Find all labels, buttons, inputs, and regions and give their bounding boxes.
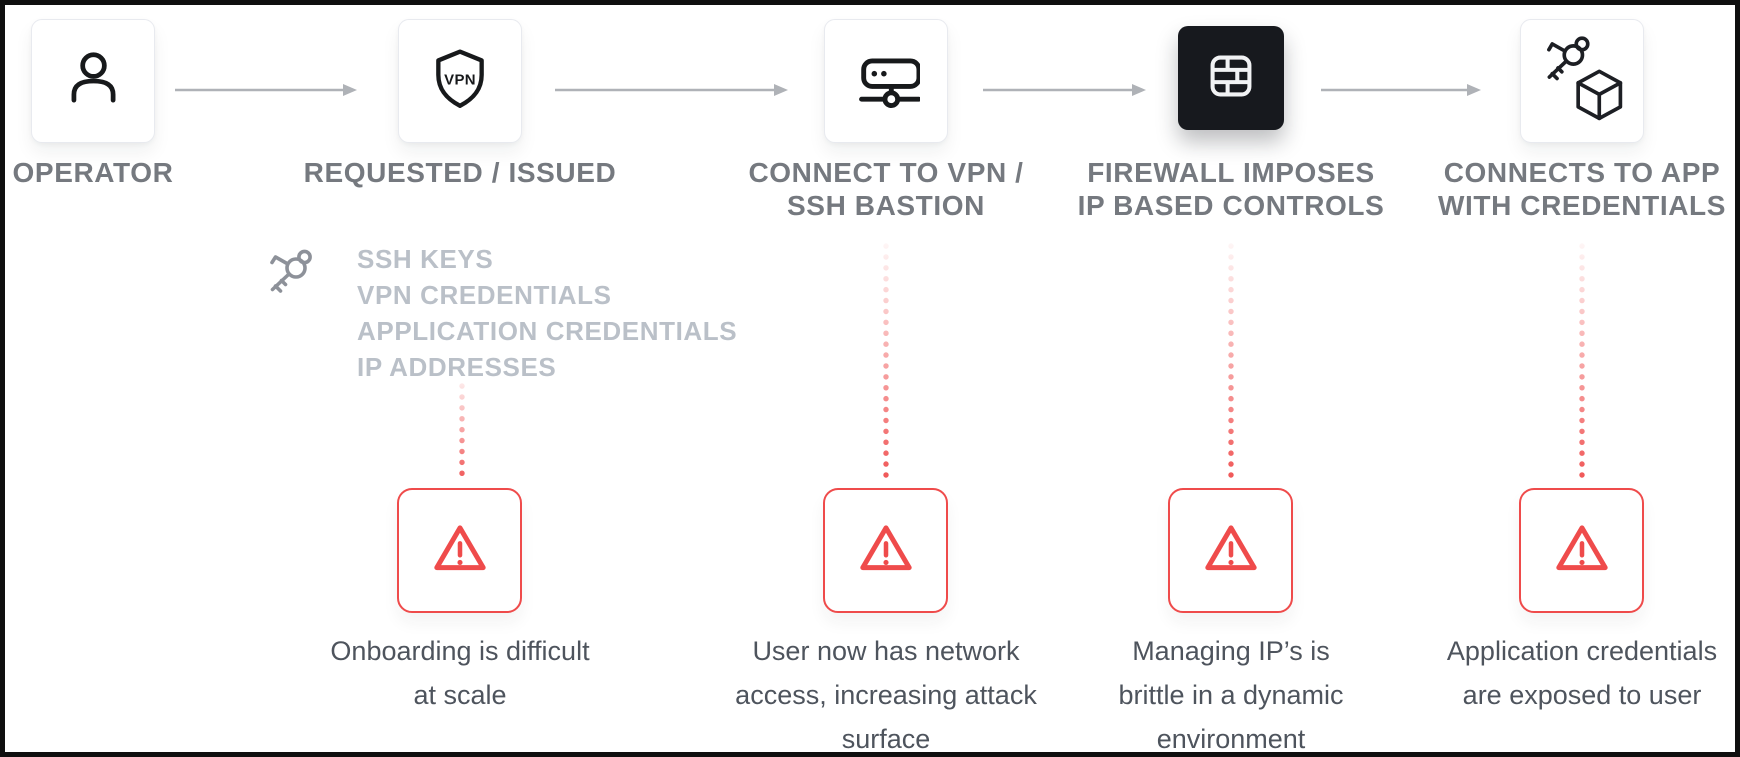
app-credentials-card (1520, 19, 1644, 143)
step-title-connects-app: CONNECTS TO APP WITH CREDENTIALS (1402, 156, 1735, 222)
operator-card (31, 19, 155, 143)
warning-caption: User now has network access, increasing … (686, 629, 1086, 754)
server-network-icon (852, 45, 922, 118)
caption-line: Managing IP’s is (1132, 636, 1330, 666)
dotted-connector (1576, 243, 1588, 484)
keys-cube-icon (1534, 31, 1630, 132)
firewall-card (1178, 26, 1284, 130)
warning-triangle-icon (1549, 515, 1615, 586)
credentials-list: SSH KEYS VPN CREDENTIALS APPLICATION CRE… (357, 241, 737, 385)
step-title-line: REQUESTED / ISSUED (303, 157, 617, 188)
credential-item: IP ADDRESSES (357, 352, 557, 382)
caption-line: at scale (413, 680, 507, 710)
warning-box (823, 488, 948, 613)
caption-line: are exposed to user (1462, 680, 1702, 710)
credential-item: SSH KEYS (357, 244, 494, 274)
step-title-line: IP BASED CONTROLS (1077, 190, 1385, 221)
warning-caption: Onboarding is difficult at scale (260, 629, 660, 717)
credential-item: APPLICATION CREDENTIALS (357, 316, 738, 346)
step-title-operator: OPERATOR (5, 156, 273, 189)
warning-caption: Application credentials are exposed to u… (1382, 629, 1735, 717)
step-title-requested-issued: REQUESTED / ISSUED (280, 156, 640, 189)
dotted-connector (1225, 243, 1237, 484)
vpn-icon-label: VPN (444, 71, 476, 88)
caption-line: Onboarding is difficult (330, 636, 590, 666)
dotted-connector (880, 243, 892, 484)
step-title-firewall: FIREWALL IMPOSES IP BASED CONTROLS (1051, 156, 1411, 222)
user-icon (60, 46, 126, 117)
warning-box (1168, 488, 1293, 613)
vpn-shield-icon: VPN (427, 46, 493, 117)
warning-box (397, 488, 522, 613)
warning-triangle-icon (853, 515, 919, 586)
step-title-connect-vpn: CONNECT TO VPN / SSH BASTION (706, 156, 1066, 222)
warning-box (1519, 488, 1644, 613)
warning-triangle-icon (427, 515, 493, 586)
step-title-line: CONNECT TO VPN / (748, 157, 1024, 188)
credential-item: VPN CREDENTIALS (357, 280, 612, 310)
caption-line: access, increasing attack (735, 680, 1037, 710)
caption-line: Application credentials (1446, 636, 1718, 666)
caption-line: environment (1156, 724, 1306, 754)
caption-line: User now has network (752, 636, 1020, 666)
caption-line: surface (841, 724, 931, 754)
firewall-icon (1200, 45, 1262, 112)
arrow-right-icon (1321, 82, 1481, 98)
arrow-right-icon (983, 82, 1146, 98)
vpn-card: VPN (398, 19, 522, 143)
arrow-right-icon (555, 82, 788, 98)
step-title-line: OPERATOR (12, 157, 174, 188)
warning-triangle-icon (1198, 515, 1264, 586)
step-title-line: FIREWALL IMPOSES (1087, 157, 1375, 188)
step-title-line: SSH BASTION (787, 190, 985, 221)
server-card (824, 19, 948, 143)
warning-caption: Managing IP’s is brittle in a dynamic en… (1031, 629, 1431, 754)
arrow-right-icon (175, 82, 357, 98)
keys-icon (259, 243, 319, 303)
dotted-connector (456, 383, 468, 485)
step-title-line: WITH CREDENTIALS (1437, 190, 1727, 221)
step-title-line: CONNECTS TO APP (1443, 157, 1721, 188)
caption-line: brittle in a dynamic (1118, 680, 1344, 710)
